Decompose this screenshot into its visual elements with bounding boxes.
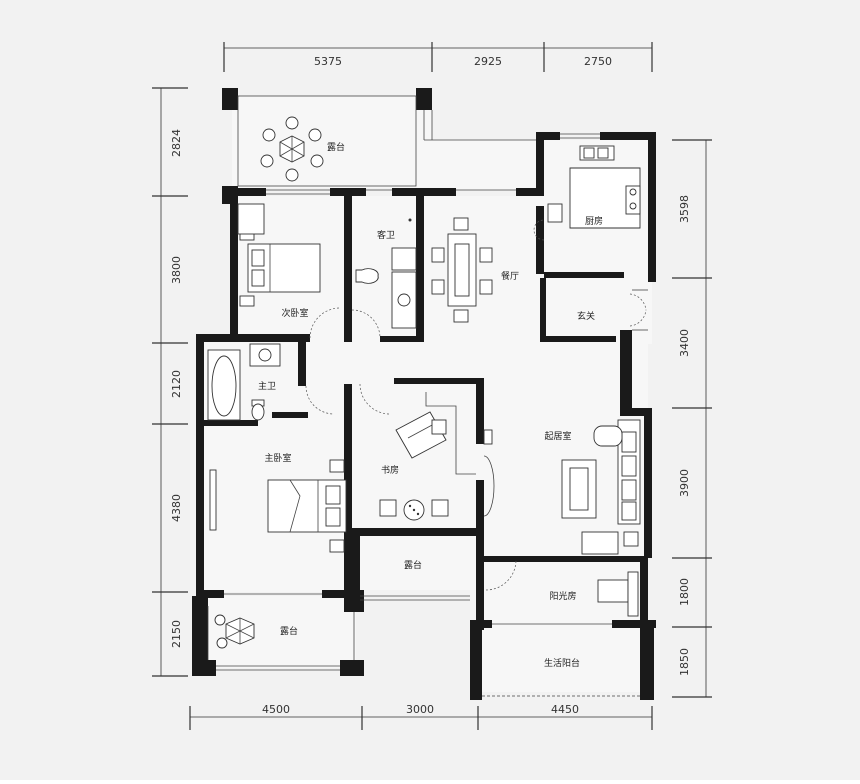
label-second-bedroom: 次卧室 [281, 307, 308, 319]
dim-right-1: 3598 [678, 195, 691, 223]
dimension-bottom: 4500 3000 4450 [189, 703, 653, 730]
dining-table-icon [431, 217, 493, 323]
dim-bottom-2: 3000 [406, 703, 434, 716]
dimension-right: 3598 3400 3900 1800 1850 [672, 139, 712, 698]
label-sunroom: 阳光房 [549, 590, 576, 602]
dim-left-5: 2150 [170, 620, 183, 648]
label-terrace-middle: 露台 [404, 559, 422, 571]
label-master-bath: 主卫 [258, 380, 276, 392]
master-bath-fixtures-icon [207, 343, 281, 421]
living-room-sofa-icon [483, 419, 641, 555]
walls [192, 88, 656, 700]
bottom-balcony-table-icon [214, 614, 255, 649]
dim-right-3: 3900 [678, 469, 691, 497]
dimension-top: 5375 2925 2750 [223, 42, 653, 72]
label-kitchen: 厨房 [585, 215, 603, 227]
label-balcony-bottom-left: 露台 [280, 625, 298, 637]
dim-top-3: 2750 [584, 55, 612, 68]
dim-left-4: 4380 [170, 494, 183, 522]
label-master-bedroom: 主卧室 [264, 452, 291, 464]
dim-right-2: 3400 [678, 329, 691, 357]
dim-top-1: 5375 [314, 55, 342, 68]
dim-bottom-3: 4450 [551, 703, 579, 716]
label-balcony-top: 露台 [327, 141, 345, 153]
dim-bottom-1: 4500 [262, 703, 290, 716]
dim-right-4: 1800 [678, 578, 691, 606]
label-utility-balcony: 生活阳台 [544, 657, 580, 669]
label-dining: 餐厅 [501, 270, 519, 282]
dimension-left: 2824 3800 2120 4380 2150 [152, 87, 188, 677]
dim-right-5: 1850 [678, 648, 691, 676]
kitchen-counter-icon [547, 145, 641, 229]
railings [207, 95, 648, 697]
sunroom-chair-icon [597, 571, 639, 617]
dim-left-2: 3800 [170, 256, 183, 284]
dim-left-1: 2824 [170, 129, 183, 157]
dim-left-3: 2120 [170, 370, 183, 398]
doors [305, 219, 647, 591]
dim-top-2: 2925 [474, 55, 502, 68]
guest-bath-fixtures-icon [355, 218, 417, 329]
second-bedroom-bed-icon [237, 203, 321, 307]
master-bedroom-bed-icon [209, 459, 347, 553]
label-entrance: 玄关 [577, 310, 595, 322]
balcony-table-icon [260, 116, 324, 182]
study-desk-icon [379, 392, 476, 521]
label-guest-bath: 客卫 [377, 229, 395, 241]
label-study: 书房 [381, 464, 399, 476]
label-living: 起居室 [544, 430, 571, 442]
room-labels: 露台 厨房 客卫 餐厅 次卧室 玄关 主卫 起居室 主卧室 书房 露台 阳光房 … [258, 141, 603, 669]
